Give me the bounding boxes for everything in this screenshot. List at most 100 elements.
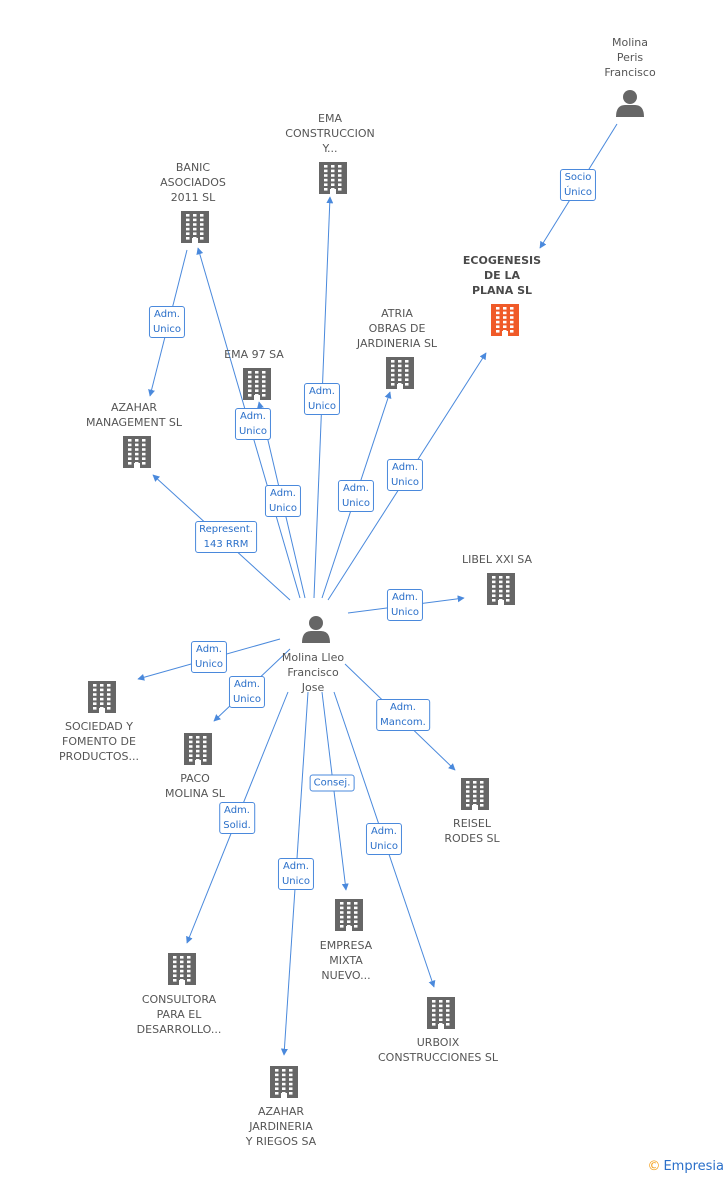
building-icon[interactable] — [184, 733, 212, 765]
edge-label-line: Consej. — [313, 777, 351, 789]
node-label-line: PARA EL — [156, 1008, 202, 1021]
node-label-line: Molina Lleo — [281, 651, 345, 664]
node-label-line: CONSULTORA — [141, 993, 217, 1006]
building-icon[interactable] — [427, 997, 455, 1029]
node-label-line: PLANA SL — [471, 284, 533, 297]
node-label-line: Molina — [611, 36, 649, 49]
building-icon[interactable] — [319, 162, 347, 194]
node-label-line: Y... — [322, 142, 338, 155]
node-label-banic[interactable]: BANIC ASOCIADOS 2011 SL — [118, 160, 268, 205]
edge-label-libel[interactable]: Adm.Unico — [386, 589, 424, 621]
edge-label-line: 143 RRM — [203, 539, 249, 550]
node-label-line: 2011 SL — [170, 191, 216, 204]
node-label-line: EMA 97 SA — [224, 348, 284, 361]
edge-label-line: Adm. — [270, 488, 296, 499]
building-icon[interactable] — [270, 1066, 298, 1098]
edge-label-line: Unico — [307, 401, 337, 412]
node-label-line: Francisco — [287, 666, 339, 679]
node-label-ecogenesis[interactable]: ECOGENESIS DE LA PLANA SL — [427, 253, 577, 298]
edge-label-banic[interactable]: Adm. Unico — [264, 485, 302, 517]
node-label-libel[interactable]: LIBEL XXI SA — [422, 552, 572, 567]
node-label-line: SOCIEDAD Y — [64, 720, 133, 733]
watermark: ©Empresia — [647, 1159, 724, 1174]
node-label-line: MANAGEMENT SL — [85, 416, 183, 429]
edge-label-azahar-mgmt[interactable]: Represent. 143 RRM — [195, 521, 257, 553]
node-label-line: OBRAS DE — [368, 322, 426, 335]
edge-label-line: Unico — [369, 841, 399, 852]
node-label-line: BANIC — [175, 161, 211, 174]
edge-label-empresa-mixta[interactable]: Consej. — [309, 774, 355, 792]
node-label-line: REISEL — [453, 817, 491, 830]
edge-label-line: Unico — [194, 659, 224, 670]
edge-label-ema-construccion[interactable]: Adm.Unico — [303, 383, 341, 415]
edge-label-line: Adm. — [283, 861, 309, 872]
node-label-line: DESARROLLO... — [136, 1023, 222, 1036]
node-label-line: NUEVO... — [321, 969, 371, 982]
edge-label-azahar-jardineria[interactable]: Adm. Unico — [277, 858, 315, 890]
building-icon[interactable] — [181, 211, 209, 243]
edge-label-line: Adm. — [343, 483, 369, 494]
icons-layer — [88, 90, 644, 1098]
edge-label-line: Unico — [232, 694, 262, 705]
node-label-line: JARDINERIA — [249, 1120, 313, 1133]
edge-label-urboix[interactable]: Adm.Unico — [365, 823, 403, 855]
edge-label-line: Unico — [238, 426, 268, 437]
building-icon[interactable] — [243, 368, 271, 400]
edge-label-line: Único — [563, 187, 593, 198]
edge-label-line: Represent. — [199, 524, 253, 535]
edge-label-ema97[interactable]: Adm.Unico — [234, 408, 272, 440]
edge-label-line: Adm. — [392, 462, 418, 473]
node-label-line: MOLINA SL — [165, 787, 225, 800]
edge-label-line: Adm. — [390, 702, 416, 713]
node-label-line: Francisco — [604, 66, 656, 79]
edge-label-atria[interactable]: Adm. Unico — [337, 480, 375, 512]
person-icon[interactable] — [616, 90, 644, 117]
node-label-line: ECOGENESIS — [462, 254, 542, 267]
building-icon[interactable] — [335, 899, 363, 931]
edge-label-line: Unico — [152, 324, 182, 335]
edge-label-line: Unico — [281, 876, 311, 887]
edge-label-line: Adm. — [234, 679, 260, 690]
building-icon[interactable] — [491, 304, 519, 336]
node-label-line: DE LA — [484, 269, 520, 282]
edge-label-line: Unico — [341, 498, 371, 509]
building-icon[interactable] — [168, 953, 196, 985]
edge-label-consultora[interactable]: Adm.Solid. — [219, 802, 255, 834]
node-label-line: Peris — [616, 51, 644, 64]
edge-label-paco[interactable]: Adm. Unico — [228, 676, 266, 708]
node-label-ema97[interactable]: EMA 97 SA — [179, 347, 329, 362]
edge-label-sociedad[interactable]: Adm. Unico — [190, 641, 228, 673]
node-label-line: CONSTRUCCIONES SL — [378, 1051, 498, 1064]
node-label-line: Y RIEGOS SA — [245, 1135, 317, 1148]
edge-label-line: Mancom. — [380, 717, 426, 728]
node-label-line: ASOCIADOS — [160, 176, 226, 189]
node-label-consultora[interactable]: CONSULTORA PARA EL DESARROLLO... — [104, 992, 254, 1037]
node-label-line: AZAHAR — [257, 1105, 305, 1118]
edge-label-line: Socio — [564, 172, 592, 183]
edge-label-line: Adm. — [196, 644, 222, 655]
edge-label-line: Unico — [390, 607, 420, 618]
building-icon[interactable] — [386, 357, 414, 389]
building-icon[interactable] — [461, 778, 489, 810]
building-icon[interactable] — [123, 436, 151, 468]
node-label-line: FOMENTO DE — [62, 735, 136, 748]
node-label-azahar-jardineria[interactable]: AZAHAR JARDINERIA Y RIEGOS SA — [206, 1104, 356, 1149]
building-icon[interactable] — [487, 573, 515, 605]
edge-label-ecogenesis[interactable]: Adm.Unico — [386, 459, 424, 491]
edge-label-reisel[interactable]: Adm. Mancom. — [376, 699, 430, 731]
building-icon[interactable] — [88, 681, 116, 713]
person-icon[interactable] — [302, 616, 330, 643]
edge-label-line: Unico — [268, 503, 298, 514]
edge-label-azahar-mgmt[interactable]: Adm.Unico — [148, 306, 186, 338]
